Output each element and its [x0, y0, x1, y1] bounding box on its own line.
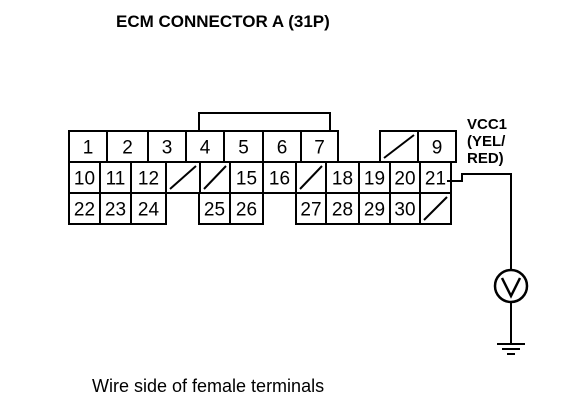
diagram-caption: Wire side of female terminals [92, 376, 325, 396]
empty-pin-slash [203, 165, 227, 190]
empty-pin-slash [383, 134, 415, 159]
pin-label: 2 [122, 138, 133, 159]
pin-label: 23 [105, 200, 126, 221]
pin-label: 29 [364, 200, 385, 221]
empty-pin-slash [299, 165, 323, 190]
pin-label: 15 [236, 169, 257, 190]
pin-label: 10 [74, 169, 95, 190]
pin-label: 5 [238, 138, 249, 159]
voltmeter-symbol [500, 277, 522, 299]
pin-label: 16 [269, 169, 290, 190]
pin-label: 25 [204, 200, 225, 221]
pin-label: 9 [432, 138, 443, 159]
pin-label: 6 [277, 138, 288, 159]
pin-label: 1 [83, 138, 94, 159]
pin-label: 22 [74, 200, 95, 221]
pin-label: 19 [364, 169, 385, 190]
diagram-title: ECM CONNECTOR A (31P) [116, 12, 330, 31]
pin-label: 20 [394, 169, 415, 190]
probe-wire [447, 173, 512, 344]
pin-label: 3 [162, 138, 173, 159]
pin-label: 30 [394, 200, 415, 221]
pin-cell [229, 192, 264, 225]
pin-label: 4 [200, 138, 211, 159]
pin-label: 12 [138, 169, 159, 190]
pin-grid [68, 130, 457, 225]
empty-pin-slash [423, 196, 448, 221]
pin-label: 11 [106, 169, 126, 190]
probe-label-line1: VCC1 [467, 116, 508, 133]
pin-label: 27 [300, 200, 321, 221]
pin-label: 21 [425, 169, 446, 190]
pin-label: 28 [332, 200, 353, 221]
pin-cell [130, 192, 167, 225]
pin-label: 24 [138, 200, 160, 221]
pin-label: 26 [236, 200, 257, 221]
ground-icon [497, 343, 525, 355]
empty-pin-slash [169, 165, 197, 190]
pin-label: 7 [314, 138, 325, 159]
pin-cell [419, 192, 452, 225]
pin-label: 18 [332, 169, 353, 190]
probe-label-line2: (YEL/ [467, 133, 506, 150]
probe-label-line3: RED) [467, 150, 504, 167]
